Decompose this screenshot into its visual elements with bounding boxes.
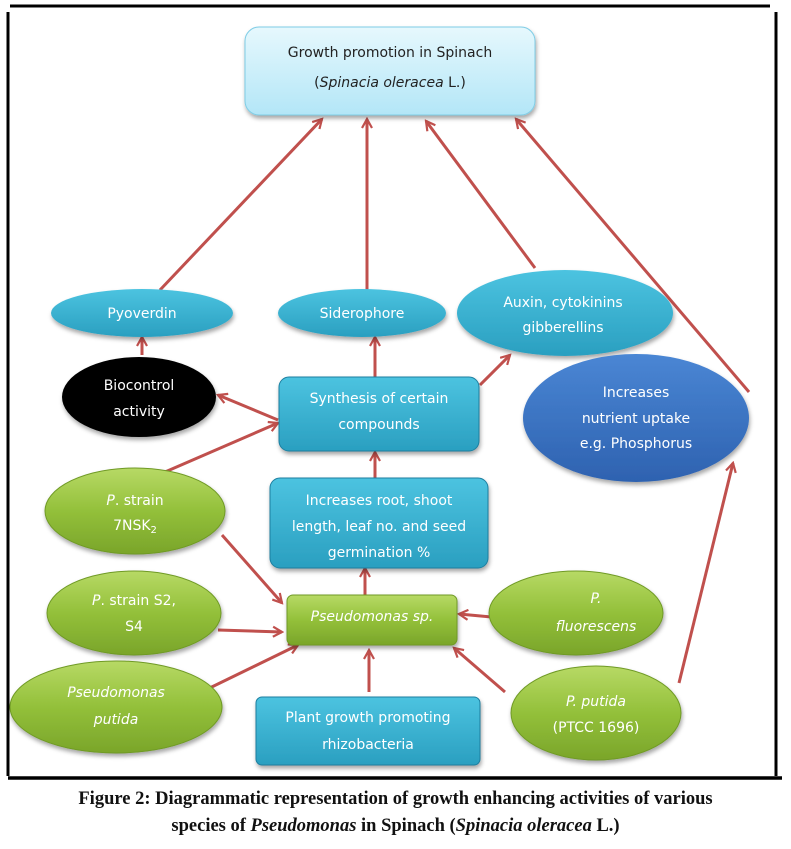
synthesis-label-line1: Synthesis of certain [310,391,449,407]
nutrient-label-line1: Increases [603,385,670,401]
arrow-ptcc-to-pseudomonas [454,648,506,694]
p-fluorescens-node: P. fluorescens [488,570,664,656]
strain-7nsk2-label-line2: 7NSK2 [113,518,157,536]
arrow-synthesis-to-auxin [478,355,510,387]
biocontrol-node: Biocontrol activity [62,357,216,437]
fluorescens-label-line1: P. [591,591,602,607]
auxin-node: Auxin, cytokinins gibberellins [457,270,673,356]
pseudomonas-sp-label: Pseudomonas sp. [311,609,434,625]
caption-line1: Figure 2: Diagrammatic representation of… [78,789,713,809]
nutrient-label-line3: e.g. Phosphorus [580,436,692,452]
pseudomonas-putida-node: Pseudomonas putida [9,660,223,754]
synthesis-label-line2: compounds [338,417,419,433]
strain-s2-s4-node: P. strain S2, S4 [46,570,222,656]
arrow-s2s4-to-pseudomonas [217,630,282,632]
increases-root-line2: length, leaf no. and seed [292,519,466,535]
arrow-7nsk-to-synthesis [164,423,278,474]
pyoverdin-label: Pyoverdin [107,306,176,322]
arrow-pyoverdin-to-growth [158,119,322,292]
nutrient-uptake-node: Increases nutrient uptake e.g. Phosphoru… [523,354,749,482]
strain-s2-label-line1: P. strain S2, [92,593,176,609]
growth-promotion-species: (Spinacia oleracea L.) [314,75,466,91]
increases-root-line3: germination % [328,545,431,561]
pseudomonas-sp-box: Pseudomonas sp. [286,594,458,646]
auxin-label-line1: Auxin, cytokinins [503,295,622,311]
figure-caption: Figure 2: Diagrammatic representation of… [0,786,791,840]
biocontrol-label-line1: Biocontrol [104,378,175,394]
nutrient-label-line2: nutrient uptake [582,411,690,427]
synthesis-box: Synthesis of certain compounds [278,376,480,452]
arrow-auxin-to-growth [426,121,537,269]
pgpr-box: Plant growth promoting rhizobacteria [255,696,481,766]
pseudomonas-putida-line1: Pseudomonas [67,685,165,701]
arrow-ptcc-to-nutrient [677,463,733,684]
growth-promotion-title: Growth promotion in Spinach [288,45,492,61]
auxin-label-line2: gibberellins [522,320,603,336]
arrow-synthesis-to-biocontrol [218,395,279,422]
fluorescens-label-line2: fluorescens [556,619,637,635]
caption-line2: species of Pseudomonas in Spinach (Spina… [171,816,620,836]
strain-7nsk2-node: P. strain 7NSK2 [44,467,226,555]
p-putida-label-line1: P. putida [566,694,626,710]
siderophore-node: Siderophore [278,289,446,337]
increases-root-box: Increases root, shoot length, leaf no. a… [269,477,489,569]
siderophore-label: Siderophore [320,306,405,322]
figure-border [6,4,782,780]
strain-s2-label-line2: S4 [125,619,143,635]
biocontrol-label-line2: activity [113,404,165,420]
growth-promotion-box: Growth promotion in Spinach (Spinacia ol… [244,26,536,116]
pgpr-label-line2: rhizobacteria [322,737,414,753]
pgpr-label-line1: Plant growth promoting [285,710,450,726]
pyoverdin-node: Pyoverdin [51,289,233,337]
arrow-7nsk-to-pseudomonas [220,534,282,603]
p-putida-ptcc-node: P. putida (PTCC 1696) [510,665,682,761]
pseudomonas-putida-line2: putida [93,712,139,728]
arrow-nutrient-to-growth [516,119,751,393]
strain-7nsk2-label-line1: P. strain [106,493,163,509]
increases-root-line1: Increases root, shoot [306,493,453,509]
p-putida-label-line2: (PTCC 1696) [553,720,640,736]
